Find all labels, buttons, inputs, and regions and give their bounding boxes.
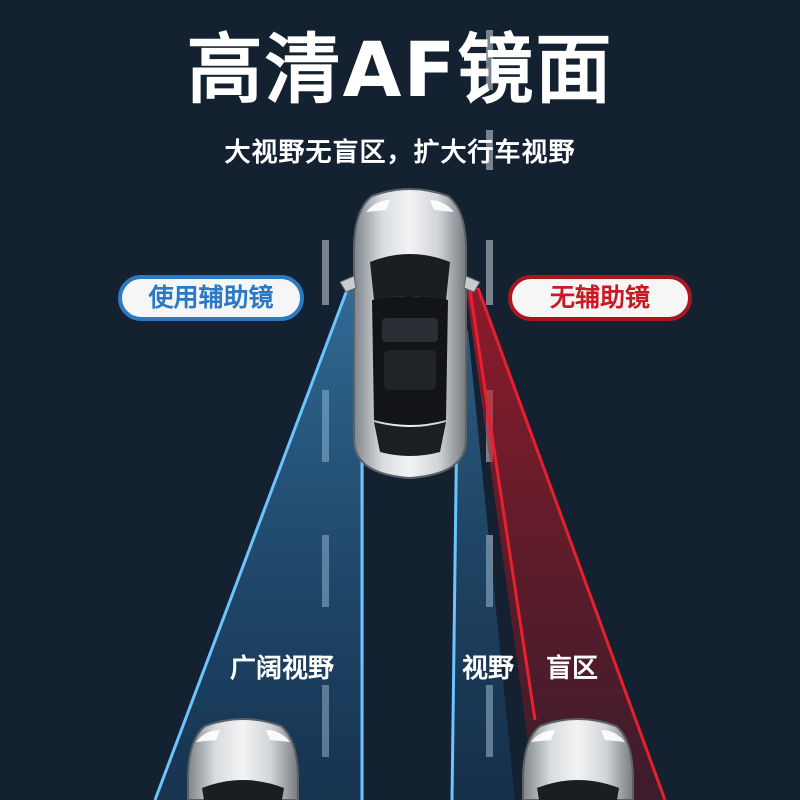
page-subtitle: 大视野无盲区，扩大行车视野 xyxy=(224,138,576,168)
without-mirror-badge: 无辅助镜 xyxy=(508,275,692,321)
wide-view-zone xyxy=(155,282,364,800)
page-title: 高清AF镜面 xyxy=(186,25,614,114)
view-label: 视野 xyxy=(462,654,515,684)
wide-view-label: 广阔视野 xyxy=(230,654,335,684)
wide-view-edge xyxy=(153,281,352,800)
right-view-zone xyxy=(452,330,515,800)
main-car-icon xyxy=(339,188,481,480)
rear-car-left-icon xyxy=(187,718,299,800)
blind-spot-edge xyxy=(476,287,667,800)
with-mirror-badge: 使用辅助镜 xyxy=(118,275,304,321)
blind-spot-edge xyxy=(468,289,537,721)
rear-car-right-icon xyxy=(522,718,634,800)
blind-spot-zone xyxy=(466,288,665,800)
blind-spot-label: 盲区 xyxy=(546,654,599,684)
